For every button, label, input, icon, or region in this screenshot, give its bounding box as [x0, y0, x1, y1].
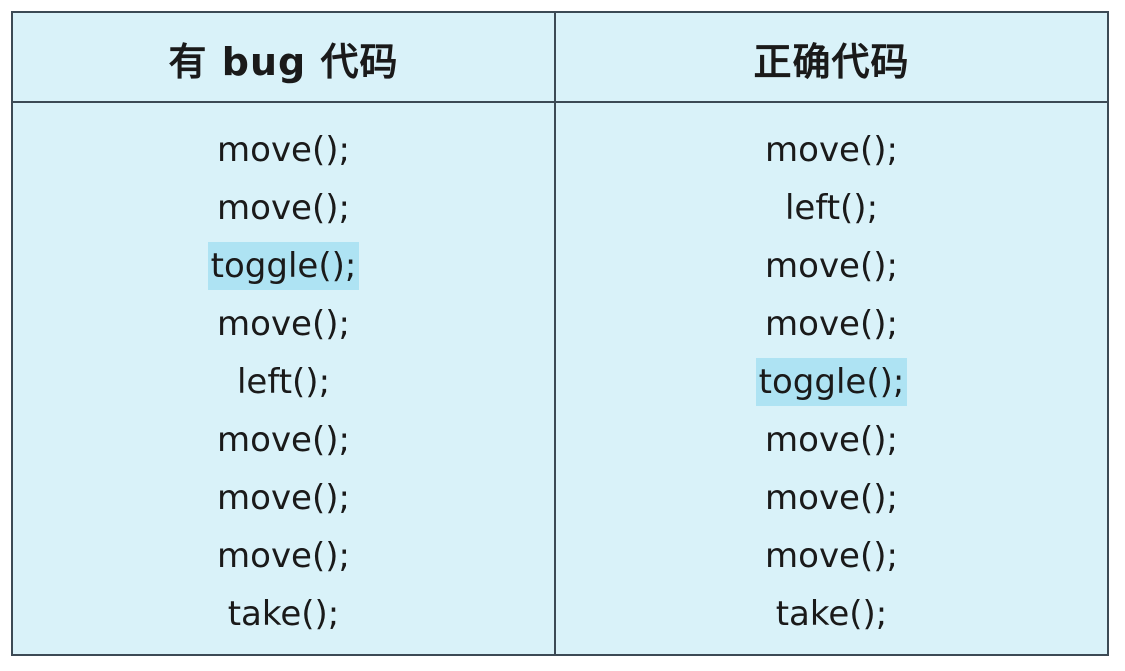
correct-code-statement: move(); — [765, 304, 898, 344]
correct-code-line: move(); — [556, 527, 1107, 585]
buggy-code-line: toggle(); — [13, 237, 554, 295]
buggy-code-line: move(); — [13, 295, 554, 353]
buggy-code-statement: move(); — [217, 420, 350, 460]
correct-code-line: take(); — [556, 585, 1107, 643]
correct-code-statement: left(); — [784, 188, 879, 228]
buggy-code-statement: move(); — [217, 130, 350, 170]
correct-code-highlighted-statement: toggle(); — [755, 358, 908, 406]
correct-code-line: move(); — [556, 469, 1107, 527]
table-header-row — [13, 13, 1107, 103]
code-comparison-table: 有 bug 代码 move(); move(); toggle(); move(); l… — [11, 11, 1109, 656]
buggy-code-statement: move(); — [217, 536, 350, 576]
buggy-code-statement: move(); — [217, 478, 350, 518]
correct-code-statement: move(); — [765, 478, 898, 518]
correct-code-statement: move(); — [765, 246, 898, 286]
column-divider — [554, 13, 556, 654]
correct-code-statement: move(); — [765, 420, 898, 460]
correct-code-line: toggle(); — [556, 353, 1107, 411]
correct-code-line: left(); — [556, 179, 1107, 237]
correct-code-statement: move(); — [765, 130, 898, 170]
buggy-code-statement: move(); — [217, 188, 350, 228]
buggy-code-header: 有 bug 代码 — [168, 39, 399, 84]
buggy-code-line: take(); — [13, 585, 554, 643]
buggy-code-line: move(); — [13, 527, 554, 585]
buggy-code-line: move(); — [13, 179, 554, 237]
buggy-code-statement: move(); — [217, 304, 350, 344]
buggy-code-statement: left(); — [236, 362, 331, 402]
correct-code-line: move(); — [556, 237, 1107, 295]
buggy-code-line: move(); — [13, 469, 554, 527]
correct-code-line: move(); — [556, 295, 1107, 353]
buggy-code-highlighted-statement: toggle(); — [207, 242, 360, 290]
correct-code-statement: take(); — [775, 594, 888, 634]
correct-code-statement: move(); — [765, 536, 898, 576]
buggy-code-lines: move(); move(); toggle(); move(); left(); mov… — [13, 121, 554, 643]
correct-code-line: move(); — [556, 411, 1107, 469]
buggy-code-column: 有 bug 代码 move(); move(); toggle(); move(); l… — [13, 13, 554, 654]
buggy-code-statement: take(); — [227, 594, 340, 634]
correct-code-column: 正确代码 move(); left(); move(); move(); toggle(… — [556, 13, 1107, 654]
correct-code-lines: move(); left(); move(); move(); toggle(); mov… — [556, 121, 1107, 643]
buggy-code-line: left(); — [13, 353, 554, 411]
correct-code-line: move(); — [556, 121, 1107, 179]
buggy-code-line: move(); — [13, 411, 554, 469]
buggy-code-line: move(); — [13, 121, 554, 179]
correct-code-header: 正确代码 — [753, 39, 910, 84]
